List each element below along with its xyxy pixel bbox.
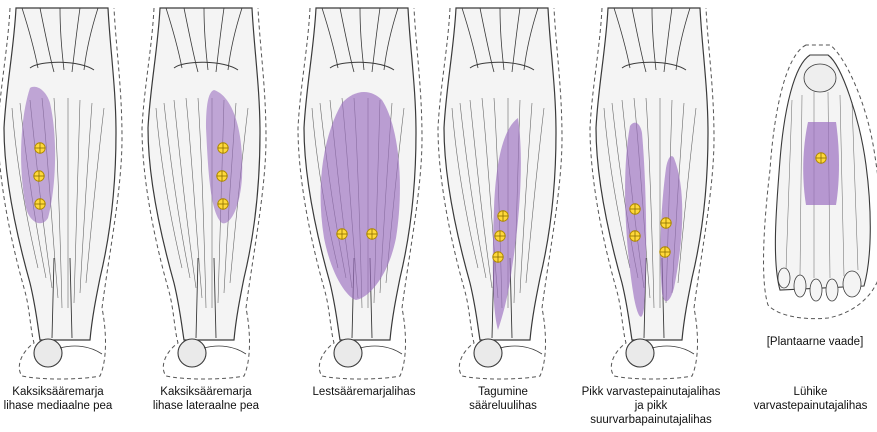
foot-plantar-illustration — [764, 45, 877, 319]
panel-label-6: Lühike varvastepainutajalihas — [748, 385, 873, 413]
panel-label-1: Kaksiksääremarja lihase mediaalne pea — [2, 385, 114, 413]
injection-point-marker — [35, 199, 45, 209]
injection-point-marker — [630, 204, 640, 214]
injection-point-marker — [816, 153, 826, 163]
injection-point-marker — [660, 247, 670, 257]
injection-point-marker — [337, 229, 347, 239]
leg-illustration-4 — [438, 8, 562, 379]
injection-point-marker — [34, 171, 44, 181]
injection-point-marker — [217, 171, 227, 181]
panel-label-4: Tagumine sääreluulihas — [458, 385, 548, 413]
injection-point-marker — [493, 252, 503, 262]
injection-point-marker — [498, 211, 508, 221]
leg-illustration-5 — [590, 8, 714, 379]
panel-label-3: Lestsääremarjalihas — [298, 385, 430, 399]
panel-label-5: Pikk varvastepainutajalihas ja pikk suur… — [576, 385, 726, 427]
injection-point-marker — [218, 199, 228, 209]
leg-illustration-2 — [142, 8, 266, 379]
injection-point-marker — [661, 218, 671, 228]
panel-label-2: Kaksiksääremarja lihase lateraalne pea — [150, 385, 262, 413]
injection-point-marker — [35, 143, 45, 153]
view-note: [Plantaarne vaade] — [756, 336, 874, 348]
injection-point-marker — [367, 229, 377, 239]
leg-illustration-1 — [0, 8, 122, 379]
leg-illustration-3 — [298, 8, 422, 379]
injection-point-marker — [218, 143, 228, 153]
injection-point-marker — [495, 231, 505, 241]
injection-point-marker — [630, 231, 640, 241]
